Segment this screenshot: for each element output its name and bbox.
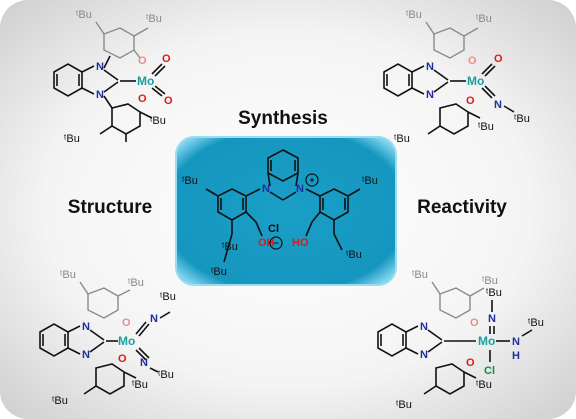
tbu-label: ᵗBu [222,241,238,253]
svg-text:N: N [426,89,434,101]
tbu-label: ᵗBu [211,266,227,278]
atom-n: N [296,183,304,195]
complex-top-left-dioxo: ᵗBu ᵗBu O N N Mo O O O ᵗBu ᵗBu [53,9,173,145]
svg-text:ᵗBu: ᵗBu [412,269,428,281]
svg-text:N: N [420,349,428,361]
svg-text:Mo: Mo [478,334,495,348]
svg-text:N: N [488,313,496,325]
svg-text:ᵗBu: ᵗBu [76,9,92,21]
svg-text:ᵗBu: ᵗBu [394,133,410,145]
svg-text:N: N [150,313,158,325]
svg-text:N: N [140,357,148,369]
plus-charge-icon [305,173,319,187]
tbu-label: ᵗBu [346,249,362,261]
label-reactivity: Reactivity [417,197,507,218]
svg-text:O: O [468,55,477,67]
svg-text:N: N [82,349,90,361]
svg-text:O: O [118,353,127,365]
minus-charge-icon [269,236,283,250]
svg-text:O: O [138,55,147,67]
svg-text:ᵗBu: ᵗBu [128,277,144,289]
tbu-label: ᵗBu [362,175,378,187]
svg-text:ᵗBu: ᵗBu [150,115,166,127]
svg-text:H: H [512,350,520,362]
svg-text:Cl: Cl [484,365,495,377]
label-structure: Structure [68,197,152,218]
svg-text:N: N [512,336,520,348]
svg-text:ᵗBu: ᵗBu [528,317,544,329]
svg-text:Mo: Mo [467,74,484,88]
svg-text:N: N [82,321,90,333]
svg-text:O: O [466,95,475,107]
chloride-ion: Cl [268,223,279,235]
atom-n: N [262,183,270,195]
svg-text:ᵗBu: ᵗBu [52,395,68,407]
svg-text:ᵗBu: ᵗBu [478,121,494,133]
label-synthesis: Synthesis [238,108,328,129]
center-ligand: N N + ᵗBu ᵗBu OH ᵗBu ᵗBu HO Cl − ᵗBu [182,149,378,278]
svg-text:O: O [138,93,147,105]
svg-text:ᵗBu: ᵗBu [476,379,492,391]
svg-text:Mo: Mo [137,74,154,88]
center-box [175,136,397,286]
svg-text:ᵗBu: ᵗBu [160,291,176,303]
svg-text:ᵗBu: ᵗBu [158,369,174,381]
svg-text:ᵗBu: ᵗBu [396,399,412,411]
svg-text:ᵗBu: ᵗBu [486,287,502,299]
svg-text:ᵗBu: ᵗBu [406,9,422,21]
svg-text:N: N [494,99,502,111]
svg-text:O: O [162,53,171,65]
svg-text:Mo: Mo [118,334,135,348]
svg-text:−: − [273,238,278,248]
tbu-label: ᵗBu [182,175,198,187]
complex-top-right-oxo-imido: ᵗBu ᵗBu O N N Mo O N ᵗBu O ᵗBu ᵗBu [383,9,530,145]
svg-text:N: N [420,321,428,333]
svg-text:ᵗBu: ᵗBu [482,275,498,287]
complex-bottom-right-imido-amido: ᵗBu ᵗBu O ᵗBu N N N Mo N H ᵗBu Cl O ᵗBu … [377,269,544,411]
svg-text:ᵗBu: ᵗBu [514,113,530,125]
svg-text:O: O [122,317,131,329]
svg-text:ᵗBu: ᵗBu [476,13,492,25]
svg-text:O: O [494,53,503,65]
svg-text:N: N [426,61,434,73]
svg-text:N: N [96,61,104,73]
svg-text:O: O [470,317,479,329]
svg-text:ᵗBu: ᵗBu [146,13,162,25]
svg-text:ᵗBu: ᵗBu [60,269,76,281]
svg-text:ᵗBu: ᵗBu [132,379,148,391]
svg-text:O: O [164,95,173,107]
atom-ho: HO [292,237,309,249]
svg-text:+: + [309,175,314,185]
svg-text:O: O [466,357,475,369]
svg-text:N: N [96,89,104,101]
svg-text:ᵗBu: ᵗBu [64,133,80,145]
complex-bottom-left-bis-imido: ᵗBu ᵗBu O N N Mo N ᵗBu N ᵗBu O ᵗBu ᵗBu [39,269,176,407]
